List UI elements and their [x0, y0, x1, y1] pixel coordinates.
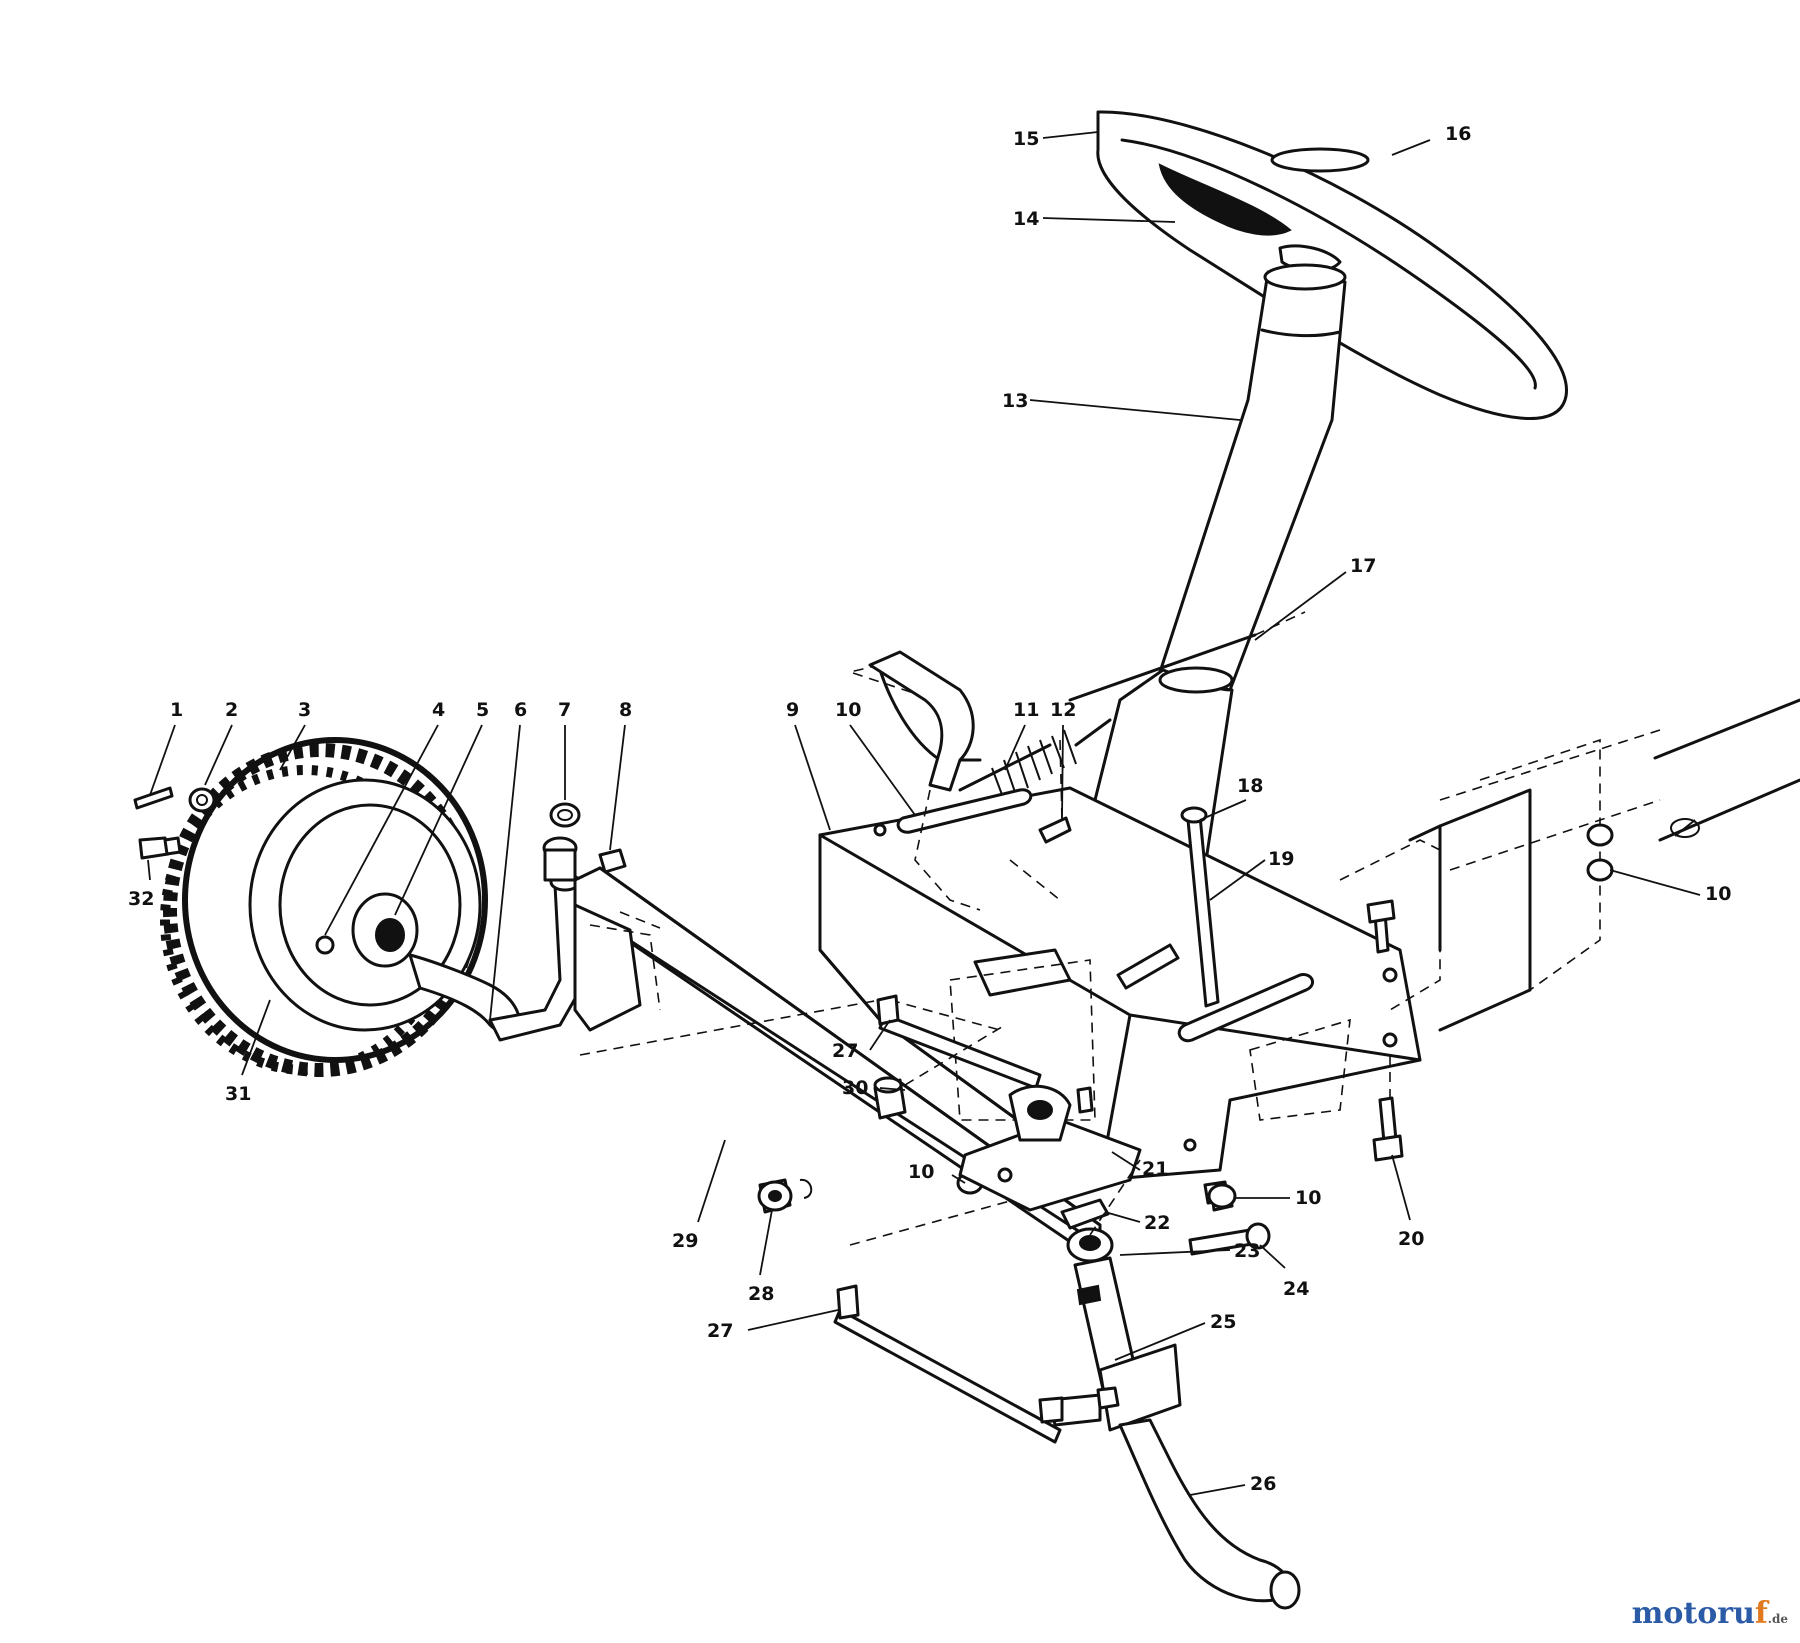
- label-18: 18: [1237, 775, 1263, 797]
- label-30: 30: [842, 1077, 868, 1099]
- label-1: 1: [170, 699, 183, 721]
- label-2: 2: [225, 699, 238, 721]
- label-17: 17: [1350, 555, 1376, 577]
- label-8: 8: [619, 699, 632, 721]
- lower-spindle: [1066, 1227, 1301, 1610]
- label-27-upper: 27: [832, 1040, 858, 1062]
- grease-fitting: [138, 836, 182, 860]
- label-32: 32: [128, 888, 154, 910]
- steering-rod: [1068, 633, 1257, 702]
- watermark-logo: motoruf.de: [1632, 1596, 1788, 1631]
- label-5: 5: [476, 699, 489, 721]
- part-labels: 15 16 14 13 17 1 2 3 4 5 6 7 8 9 10 11 1…: [128, 123, 1731, 1495]
- tie-rod-lower: [833, 1284, 1064, 1444]
- label-21: 21: [1142, 1158, 1168, 1180]
- label-3: 3: [298, 699, 311, 721]
- lever: [868, 650, 975, 792]
- frame-plate: [818, 786, 1422, 1182]
- key-22: [1060, 1198, 1110, 1230]
- watermark-brand: motoruf: [1631, 1596, 1768, 1631]
- label-22: 22: [1144, 1212, 1170, 1234]
- label-10-right: 10: [1705, 883, 1731, 905]
- label-23: 23: [1234, 1240, 1260, 1262]
- bolt: [1116, 943, 1180, 990]
- label-9: 9: [786, 699, 799, 721]
- label-31: 31: [225, 1083, 251, 1105]
- label-24: 24: [1283, 1278, 1309, 1300]
- label-10-lower: 10: [1295, 1187, 1321, 1209]
- label-27-lower: 27: [707, 1320, 733, 1342]
- label-25: 25: [1210, 1311, 1236, 1333]
- steering-tube: [1118, 1418, 1293, 1603]
- bolt-18: [1180, 806, 1220, 1008]
- label-16: 16: [1445, 123, 1471, 145]
- label-4: 4: [432, 699, 445, 721]
- label-14: 14: [1013, 208, 1039, 230]
- bolt-12: [1038, 816, 1072, 844]
- nut-8: [598, 848, 627, 874]
- wheel-cap: [1270, 147, 1370, 173]
- leader-lines: [147, 131, 1701, 1496]
- bolt-20: [1372, 1096, 1404, 1162]
- label-10-top: 10: [835, 699, 861, 721]
- label-28: 28: [748, 1283, 774, 1305]
- spindle-plate: [1098, 1343, 1182, 1432]
- steering-arm-bracket: [958, 1084, 1142, 1212]
- label-7: 7: [558, 699, 571, 721]
- front-wheel: [160, 737, 488, 1077]
- watermark-suffix: .de: [1767, 1612, 1788, 1626]
- label-13: 13: [1002, 390, 1028, 412]
- label-12: 12: [1050, 699, 1076, 721]
- cotter-pin: [133, 786, 174, 810]
- label-10-mid: 10: [908, 1161, 934, 1183]
- label-15: 15: [1013, 128, 1039, 150]
- label-19: 19: [1268, 848, 1294, 870]
- washer-2: [188, 787, 216, 813]
- front-axle-beam: [573, 866, 1102, 1427]
- rear-bracket: [1339, 698, 1800, 1032]
- label-20: 20: [1398, 1228, 1424, 1250]
- label-11: 11: [1013, 699, 1039, 721]
- label-29: 29: [672, 1230, 698, 1252]
- label-26: 26: [1250, 1473, 1276, 1495]
- washer-7: [549, 802, 581, 828]
- steering-wheel: [1096, 110, 1568, 420]
- label-6: 6: [514, 699, 527, 721]
